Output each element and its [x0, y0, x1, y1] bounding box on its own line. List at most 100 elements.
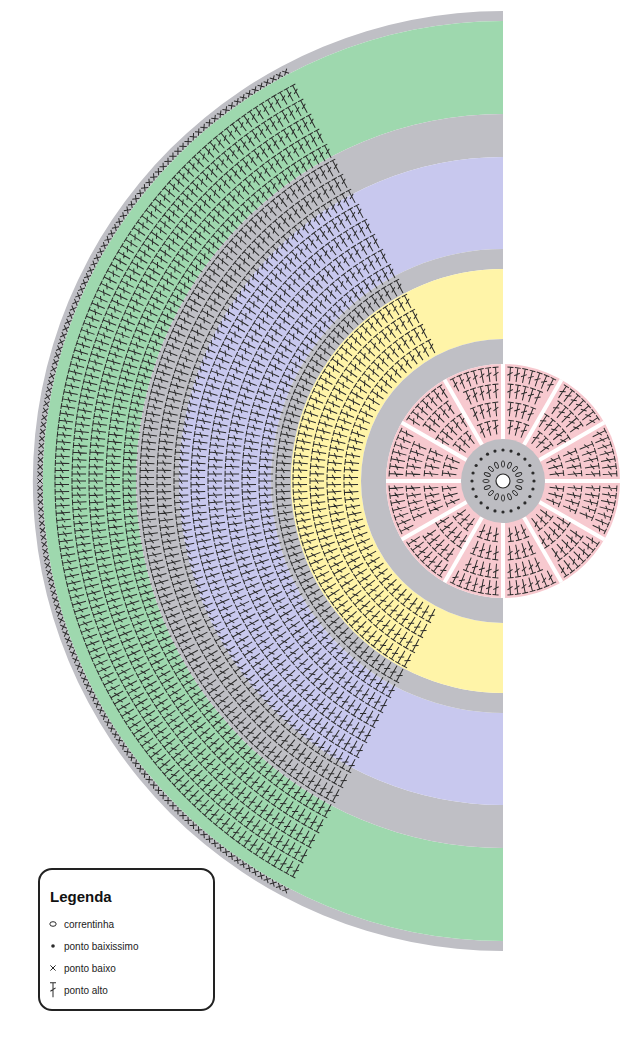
double-crochet-symbol	[349, 516, 364, 525]
double-crochet-symbol	[56, 516, 70, 523]
single-crochet-symbol	[217, 844, 224, 851]
double-crochet-symbol	[356, 536, 371, 547]
double-crochet-symbol	[290, 84, 302, 99]
double-crochet-symbol	[106, 357, 121, 367]
double-crochet-symbol	[136, 378, 151, 387]
double-crochet-symbol	[140, 588, 155, 598]
single-crochet-symbol	[42, 408, 48, 414]
double-crochet-symbol	[168, 388, 183, 397]
double-crochet-symbol	[255, 557, 270, 567]
double-crochet-symbol	[128, 540, 143, 548]
double-crochet-symbol	[485, 563, 493, 578]
double-crochet-symbol	[149, 337, 164, 348]
double-crochet-symbol	[413, 347, 426, 362]
double-crochet-symbol	[56, 446, 70, 453]
single-crochet-symbol	[222, 106, 229, 113]
double-crochet-symbol	[146, 344, 161, 355]
double-crochet-symbol	[261, 338, 276, 350]
double-crochet-symbol	[158, 453, 172, 460]
slip-stitch	[528, 464, 531, 467]
double-crochet-symbol	[470, 540, 481, 555]
double-crochet-symbol	[120, 278, 135, 290]
double-crochet-symbol	[275, 601, 290, 613]
single-crochet-symbol	[217, 111, 224, 118]
double-crochet-symbol	[585, 463, 600, 471]
single-crochet-symbol	[46, 569, 52, 575]
double-crochet-symbol	[89, 471, 103, 477]
double-crochet-symbol	[356, 223, 368, 238]
double-crochet-symbol	[88, 358, 103, 368]
double-crochet-symbol	[294, 459, 308, 466]
double-crochet-symbol	[231, 627, 246, 639]
double-crochet-symbol	[545, 455, 560, 466]
double-crochet-symbol	[306, 402, 321, 413]
double-crochet-symbol	[218, 399, 233, 409]
double-crochet-symbol	[123, 591, 138, 601]
double-crochet-symbol	[55, 474, 69, 480]
double-crochet-symbol	[83, 379, 98, 388]
single-crochet-symbol	[246, 865, 253, 872]
single-crochet-symbol	[120, 212, 127, 219]
double-crochet-symbol	[209, 449, 224, 456]
double-crochet-symbol	[179, 598, 194, 609]
double-crochet-symbol	[107, 502, 121, 509]
double-crochet-symbol	[157, 495, 171, 502]
double-crochet-symbol	[125, 598, 140, 608]
double-crochet-symbol	[102, 317, 117, 328]
double-crochet-symbol	[66, 375, 81, 384]
double-crochet-symbol	[167, 298, 182, 310]
double-crochet-symbol	[193, 587, 208, 597]
double-crochet-symbol	[126, 527, 141, 535]
double-crochet-symbol	[172, 374, 187, 384]
double-crochet-symbol	[276, 566, 291, 577]
double-crochet-symbol	[296, 516, 311, 525]
slip-stitch	[475, 464, 478, 467]
double-crochet-symbol	[208, 375, 223, 385]
double-crochet-symbol	[92, 608, 107, 618]
double-crochet-symbol	[335, 423, 350, 433]
double-crochet-symbol	[326, 587, 341, 600]
double-crochet-symbol	[366, 395, 381, 407]
single-crochet-symbol	[81, 279, 88, 286]
double-crochet-symbol	[127, 303, 142, 314]
double-crochet-symbol	[335, 529, 350, 539]
single-crochet-symbol	[169, 802, 176, 809]
single-crochet-symbol	[222, 848, 229, 855]
double-crochet-symbol	[123, 485, 137, 491]
single-crochet-symbol	[58, 339, 65, 346]
double-crochet-symbol	[279, 438, 294, 446]
double-crochet-symbol	[463, 557, 474, 572]
double-crochet-symbol	[224, 573, 239, 583]
double-crochet-symbol	[193, 516, 208, 524]
double-crochet-symbol	[90, 601, 105, 611]
double-crochet-symbol	[189, 574, 204, 584]
double-crochet-symbol	[91, 651, 106, 662]
double-crochet-symbol	[243, 574, 258, 585]
double-crochet-symbol	[125, 354, 140, 364]
double-crochet-symbol	[234, 406, 249, 415]
double-crochet-symbol	[184, 648, 199, 660]
single-crochet-symbol	[75, 663, 82, 670]
double-crochet-symbol	[124, 310, 139, 321]
double-crochet-symbol	[184, 610, 199, 621]
double-crochet-symbol	[549, 484, 564, 492]
double-crochet-symbol	[100, 670, 115, 682]
double-crochet-symbol	[338, 773, 350, 788]
double-crochet-symbol	[117, 285, 132, 297]
slip-stitch	[523, 457, 526, 460]
double-crochet-symbol	[343, 717, 356, 732]
double-crochet-symbol	[269, 326, 284, 339]
double-crochet-symbol	[405, 615, 418, 630]
double-crochet-symbol	[343, 230, 356, 245]
single-crochet-symbol	[234, 857, 241, 864]
double-crochet-symbol	[306, 587, 321, 599]
slip-stitch	[471, 487, 474, 490]
double-crochet-symbol	[265, 617, 280, 629]
double-crochet-symbol	[239, 310, 254, 323]
double-crochet-symbol	[134, 696, 149, 708]
double-crochet-symbol	[224, 335, 239, 347]
double-crochet-symbol	[346, 189, 358, 204]
double-crochet-symbol	[245, 371, 260, 382]
double-crochet-symbol	[205, 570, 220, 580]
single-crochet-symbol	[155, 168, 162, 175]
